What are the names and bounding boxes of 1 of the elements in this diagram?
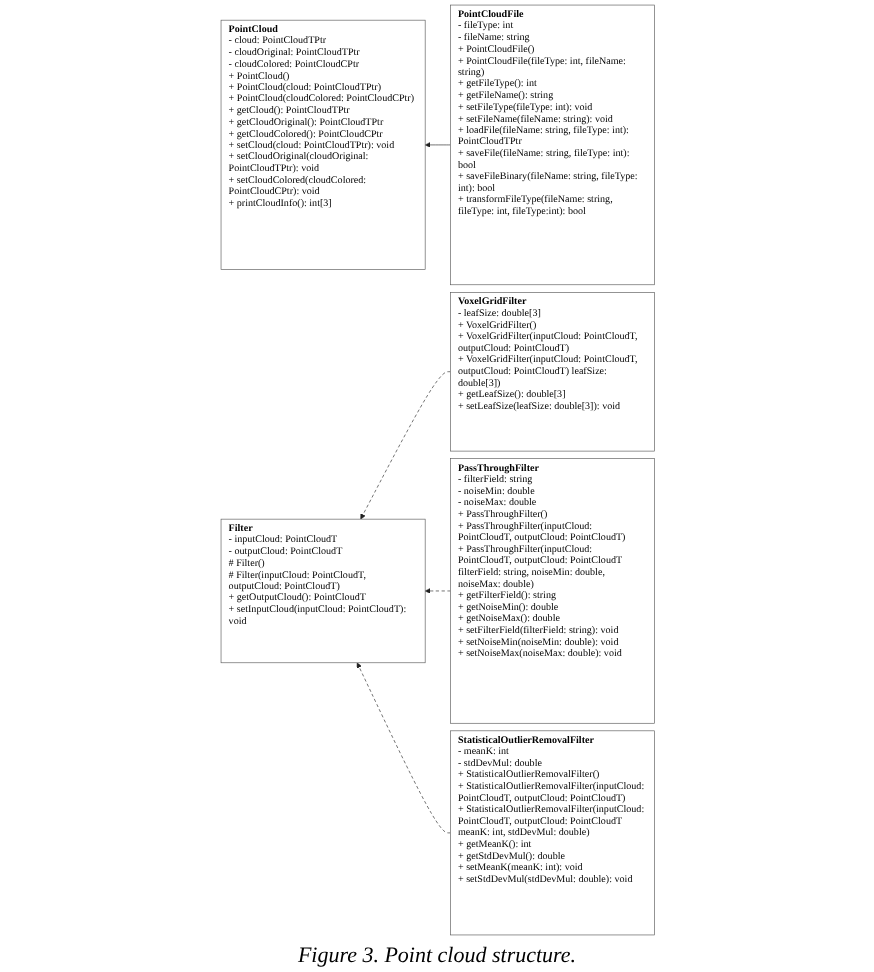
figure-caption: Figure 3. Point cloud structure. (297, 944, 577, 968)
